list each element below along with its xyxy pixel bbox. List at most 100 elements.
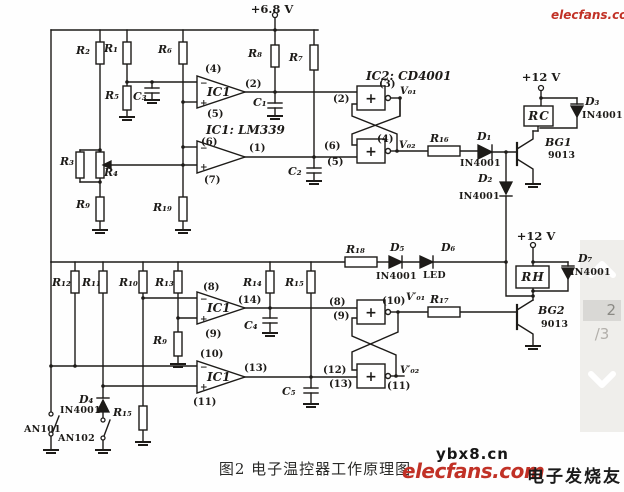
label-an102: AN102: [57, 433, 95, 444]
label-bg2-part: 9013: [541, 319, 568, 330]
pager-panel: 2 /3: [580, 240, 624, 432]
pin-1-out: (1): [249, 143, 265, 154]
resistor-r18-body: [344, 256, 378, 268]
terminal-v12-mid: [529, 241, 537, 249]
label-r12: R₁₂: [51, 276, 71, 289]
label-c2: C₂: [288, 165, 302, 178]
pin-3-gate: (3): [379, 79, 395, 90]
page-number-input[interactable]: 2: [583, 300, 621, 321]
pin-8-cmp: (8): [203, 282, 219, 293]
pin-6-gate: (6): [324, 141, 340, 152]
label-r13: R₁₃: [154, 276, 174, 289]
resistor-r17-body: [427, 306, 461, 318]
resistor-r14-body: [265, 270, 275, 294]
comparator-c-body: [196, 291, 248, 325]
gate-1-plus: +: [365, 91, 377, 107]
label-d3: D₃: [584, 95, 600, 108]
resistor-r9-upper-body: [95, 196, 105, 222]
resistor-r12-body: [70, 270, 80, 294]
ic1-label-c: IC1: [206, 301, 231, 315]
resistor-r8-body: [270, 44, 280, 68]
resistor-r13-body: [173, 270, 183, 294]
pin-5-gate: (5): [327, 157, 343, 168]
label-r15-lower: R₁₅: [112, 406, 132, 419]
page-up-button[interactable]: [580, 248, 624, 292]
diode-d4-icon: [95, 398, 111, 413]
switch-an101-contact2: [48, 431, 54, 437]
label-r2: R₂: [75, 44, 90, 57]
label-d7: D₇: [577, 252, 593, 265]
switch-an102-contact2: [100, 435, 106, 441]
label-bg1-part: 9013: [548, 150, 575, 161]
nor-gate-2-body: [356, 138, 386, 164]
signal-vo1p: V′₀₁: [406, 292, 425, 303]
pin-10-cmp: (10): [200, 349, 223, 360]
pin-14-out: (14): [238, 295, 261, 306]
pin-4: (4): [205, 64, 221, 75]
label-bg2: BG2: [537, 304, 565, 317]
pin-11-gate: (11): [387, 381, 410, 392]
pin-12-gate: (12): [323, 365, 346, 376]
diode-d5-icon: [388, 254, 404, 270]
label-c3: C₃: [133, 90, 147, 103]
diode-d3-icon: [569, 105, 585, 119]
chevron-down-icon: [588, 371, 616, 388]
resistor-r3-body: [75, 151, 85, 179]
resistor-r2-body: [95, 41, 105, 65]
gate-3-plus: +: [365, 305, 377, 321]
nor-gate-4-body: [356, 363, 386, 389]
label-d6: D₆: [440, 241, 456, 254]
label-r9-upper: R₉: [75, 198, 90, 211]
diode-d7-icon: [560, 267, 576, 281]
nor-gate-1-bubble: [384, 94, 392, 102]
resistor-r1-body: [122, 41, 132, 65]
nor-gate-3-bubble: [384, 308, 392, 316]
relay-rh-box: [515, 265, 550, 289]
label-r3: R₃: [59, 155, 74, 168]
potentiometer-arrow-icon: [101, 159, 112, 171]
label-d3-part: IN4001: [582, 110, 623, 121]
label-r9-lower: R₉: [152, 334, 167, 347]
label-d5: D₅: [389, 241, 405, 254]
supply-v68-label: +6.8 V: [251, 2, 295, 16]
label-d6-led: LED: [423, 270, 446, 281]
label-r5: R₅: [104, 89, 119, 102]
pin-13-out: (13): [244, 363, 267, 374]
resistor-r6-body: [178, 41, 188, 65]
label-d5-part: IN4001: [376, 271, 417, 282]
ground-symbols: [43, 99, 541, 454]
gate-4-plus: +: [365, 369, 377, 385]
pin-9-gate: (9): [333, 311, 349, 322]
label-r19: R₁₉: [152, 201, 172, 214]
pin-7: (7): [204, 175, 220, 186]
cmp-b-plus: +: [200, 163, 208, 173]
label-relay-rc: RC: [527, 109, 550, 123]
label-r8: R₈: [247, 47, 262, 60]
label-relay-rh: RH: [520, 270, 544, 284]
label-c5: C₅: [282, 385, 296, 398]
resistor-r10-body: [138, 270, 148, 294]
cmp-a-plus: +: [200, 99, 208, 109]
label-r6: R₆: [157, 43, 172, 56]
resistor-r7-body: [309, 44, 319, 71]
label-c1: C₁: [253, 96, 267, 109]
label-r17: R₁₇: [429, 293, 449, 306]
resistor-r11-body: [98, 270, 108, 294]
label-d4: D₄: [78, 393, 94, 406]
diode-d2-icon: [498, 181, 514, 196]
comparator-b-body: [196, 140, 248, 174]
diode-d6-led-icon: [419, 254, 435, 270]
watermark-top-right: elecfans.com: [551, 8, 624, 22]
terminal-v68: [271, 11, 279, 19]
circuit-wires: [50, 17, 584, 451]
label-bg1: BG1: [544, 136, 572, 149]
pin-11-cmp: (11): [193, 397, 216, 408]
switch-an102-contact: [100, 417, 106, 423]
page-down-button[interactable]: [580, 357, 624, 401]
label-d1-part: IN4001: [460, 158, 501, 169]
label-d2: D₂: [477, 172, 493, 185]
pin-6: (6): [201, 137, 217, 148]
cmp-d-minus: −: [200, 363, 208, 373]
